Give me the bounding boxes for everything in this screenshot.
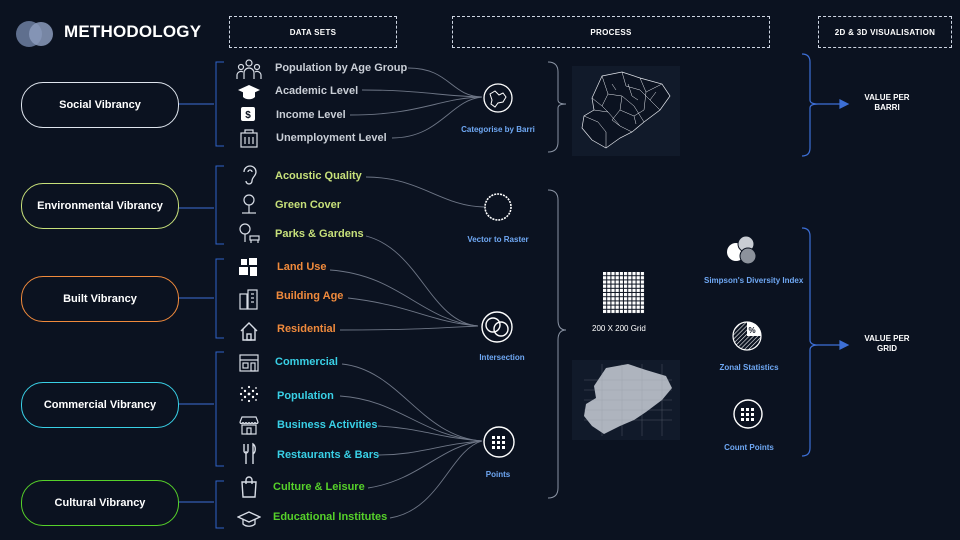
dataset-academic-level: Academic Level xyxy=(275,85,359,97)
buildings-icon xyxy=(236,288,262,310)
land-use-icon xyxy=(236,256,262,278)
dataset-business-activities: Business Activities xyxy=(277,419,378,431)
population-dots-icon xyxy=(236,383,262,405)
raster-circle-icon xyxy=(482,191,514,223)
money-icon: $ xyxy=(236,104,262,126)
dataset-restaurants-bars: Restaurants & Bars xyxy=(277,449,380,461)
process-grid-label: 200 X 200 Grid xyxy=(592,324,646,333)
park-icon xyxy=(236,222,262,244)
dataset-acoustic-quality: Acoustic Quality xyxy=(275,170,362,182)
diversity-circles-icon xyxy=(724,234,760,266)
dataset-green-cover: Green Cover xyxy=(275,199,342,211)
dataset-population: Population xyxy=(277,390,334,402)
people-icon xyxy=(236,58,262,80)
dataset-income-level: Income Level xyxy=(276,109,346,121)
unemployment-icon xyxy=(236,127,262,149)
pie-percent-symbol: % xyxy=(748,326,755,335)
svg-text:$: $ xyxy=(245,110,251,121)
grid-icon xyxy=(603,272,645,314)
page-title: METHODOLOGY xyxy=(64,22,202,41)
storefront-icon xyxy=(236,414,262,436)
tree-icon xyxy=(236,193,262,215)
dataset-parks-gardens: Parks & Gardens xyxy=(275,228,364,240)
dataset-population-by-age-group: Population by Age Group xyxy=(275,62,408,74)
analysis-simpsons-diversity-index: Simpson's Diversity Index xyxy=(704,276,804,285)
process-categorise-by-barri: Categorise by Barri xyxy=(461,125,535,134)
output-value-per-barri: VALUE PER BARRI xyxy=(864,93,910,112)
grid-map-image xyxy=(572,360,680,440)
analysis-count-points: Count Points xyxy=(724,443,774,452)
barri-map-image xyxy=(572,66,680,156)
header-process: PROCESS xyxy=(452,16,770,48)
logo-icon xyxy=(14,18,56,50)
ear-icon xyxy=(236,164,262,186)
dataset-educational-institutes: Educational Institutes xyxy=(273,511,388,523)
dataset-commercial: Commercial xyxy=(275,356,338,368)
fork-knife-icon xyxy=(236,442,262,465)
category-built-vibrancy: Built Vibrancy xyxy=(21,276,179,322)
process-vector-to-raster: Vector to Raster xyxy=(467,235,529,244)
points-grid-icon xyxy=(482,425,516,459)
header-visualisation: 2D & 3D VISUALISATION xyxy=(818,16,952,48)
pie-percent-icon: % xyxy=(731,320,763,352)
graduation-cap-icon xyxy=(236,81,262,103)
output-value-per-grid: VALUE PER GRID xyxy=(864,334,910,353)
dataset-building-age: Building Age xyxy=(276,290,344,302)
dataset-land-use: Land Use xyxy=(277,261,327,273)
category-cultural-vibrancy: Cultural Vibrancy xyxy=(21,480,179,526)
house-icon xyxy=(236,320,262,342)
category-social-vibrancy: Social Vibrancy xyxy=(21,82,179,128)
process-intersection: Intersection xyxy=(479,353,525,362)
graduation-cap-outline-icon xyxy=(236,508,262,530)
count-points-icon xyxy=(732,398,764,430)
intersection-icon xyxy=(478,310,516,344)
shopping-bag-icon xyxy=(236,476,262,498)
process-points: Points xyxy=(485,470,511,479)
category-commercial-vibrancy: Commercial Vibrancy xyxy=(21,382,179,428)
dataset-residential: Residential xyxy=(277,323,336,335)
shop-icon xyxy=(236,352,262,374)
analysis-zonal-statistics: Zonal Statistics xyxy=(719,363,779,372)
dataset-unemployment-level: Unemployment Level xyxy=(276,132,387,144)
category-environmental-vibrancy: Environmental Vibrancy xyxy=(21,183,179,229)
map-outline-icon xyxy=(482,82,514,114)
dataset-culture-leisure: Culture & Leisure xyxy=(273,481,365,493)
header-data-sets: DATA SETS xyxy=(229,16,397,48)
